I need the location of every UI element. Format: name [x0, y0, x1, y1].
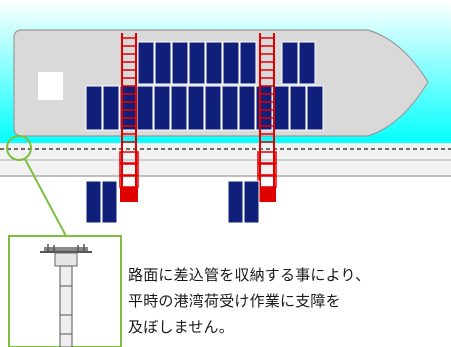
- ship-container-bottom-4: [136, 85, 154, 131]
- container-stacks: [85, 41, 324, 131]
- ship-container-bottom-13: [289, 85, 307, 131]
- callout-connector: [24, 158, 67, 237]
- ladder-pipes: [119, 33, 277, 202]
- ship-container-bottom-14: [306, 85, 324, 131]
- ground-containers-right: [227, 180, 260, 224]
- ship-container-bottom-2: [102, 85, 120, 131]
- ship-container-top-4: [188, 41, 206, 85]
- ship-container-top-3: [171, 41, 189, 85]
- ship-container-bottom-6: [170, 85, 188, 131]
- ground-containers-left: [85, 180, 118, 224]
- ship-container-top-2: [154, 41, 172, 85]
- ship-container-top-5: [205, 41, 223, 85]
- ship-container-top-6: [222, 41, 240, 85]
- ship-container-top-7: [239, 41, 257, 85]
- ship-container-bottom-9: [221, 85, 239, 131]
- ship-container-top-1: [137, 41, 155, 85]
- insertion-pipe-icon: [40, 244, 92, 347]
- ship-container-top-right-2: [298, 41, 316, 85]
- ship-container-bottom-8: [204, 85, 222, 131]
- ship-container-bottom-5: [153, 85, 171, 131]
- ship-container-bottom-12: [272, 85, 290, 131]
- ship-cabin-window: [38, 72, 63, 100]
- caption-text: 路面に差込管を収納する事により、 平時の港湾荷受け作業に支障を 及ぼしません。: [128, 262, 448, 340]
- ladder-pipe-left: [119, 33, 139, 202]
- caption-line-3: 及ぼしません。: [128, 318, 234, 336]
- caption-line-1: 路面に差込管を収納する事により、: [128, 266, 371, 284]
- ship-container-bottom-10: [238, 85, 256, 131]
- ship-container-bottom-7: [187, 85, 205, 131]
- caption-line-2: 平時の港湾荷受け作業に支障を: [128, 292, 341, 310]
- ship-container-bottom-1: [85, 85, 103, 131]
- ship-container-bottom-11: [255, 85, 273, 131]
- ship-container-top-right-1: [281, 41, 299, 85]
- callout-circle: [6, 135, 32, 161]
